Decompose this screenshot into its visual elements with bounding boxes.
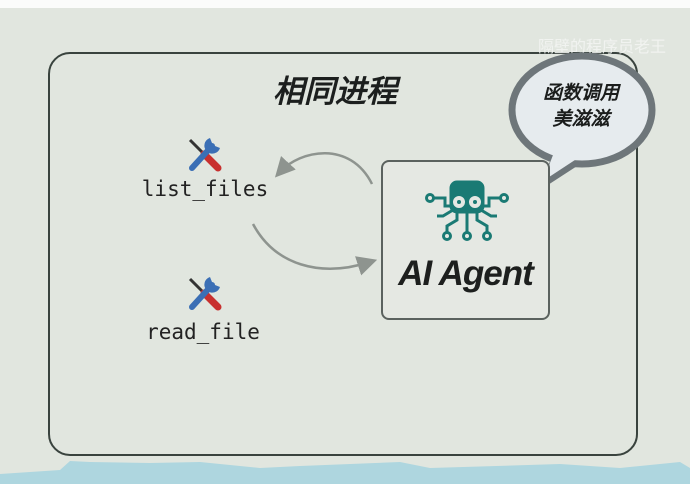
same-process-container: [48, 52, 638, 456]
water-decoration: [0, 461, 690, 484]
top-strip: [0, 0, 690, 8]
bubble-line-1: 函数调用: [542, 82, 619, 104]
tool-list-files: list_files: [141, 177, 269, 201]
octopus-circuit-icon: [425, 180, 509, 241]
tool-read-file: read_file: [146, 320, 260, 344]
ai-agent-label: AI Agent: [398, 254, 534, 293]
tools-icon: [188, 277, 222, 311]
diagram-title: 相同进程: [273, 74, 397, 110]
speech-bubble-text: 函数调用 美滋滋: [535, 80, 627, 132]
watermark: 隔壁的程序员老王: [538, 37, 667, 56]
speech-bubble: [508, 52, 656, 190]
arrow-to-list-files: [274, 152, 374, 185]
bubble-line-2: 美滋滋: [552, 108, 610, 130]
ai-agent-box: AI Agent: [381, 160, 550, 320]
tools-icon: [188, 138, 222, 172]
arrow-to-agent: [251, 223, 378, 276]
